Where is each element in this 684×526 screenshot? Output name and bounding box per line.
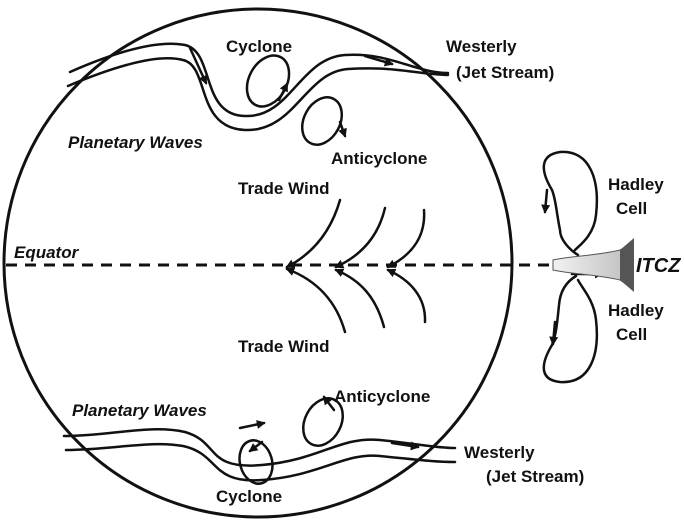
hadley-cell-south — [542, 269, 604, 384]
cyclone-north-label: Cyclone — [226, 37, 292, 56]
cyclone-south-label: Cyclone — [216, 487, 282, 506]
jet-stream-north-label: (Jet Stream) — [456, 63, 554, 82]
westerly-north-label: Westerly — [446, 37, 517, 56]
hadley-cell-south-label-line1: Hadley — [608, 301, 664, 320]
trade-wind-south-label: Trade Wind — [238, 337, 329, 356]
itcz-label: ITCZ — [636, 255, 681, 277]
hadley-cell-north-label-line1: Hadley — [608, 175, 664, 194]
equator-label: Equator — [14, 243, 80, 262]
trade-wind-north-label: Trade Wind — [238, 179, 329, 198]
itcz-cloud-icon — [552, 238, 634, 292]
hadley-cell-north-label-line2: Cell — [616, 199, 647, 218]
jet-stream-north — [66, 42, 450, 132]
cyclone-south-loop — [238, 439, 274, 485]
westerly-south-label: Westerly — [464, 443, 535, 462]
planetary-waves-north-label: Planetary Waves — [68, 133, 203, 152]
anticyclone-north-label: Anticyclone — [331, 149, 427, 168]
anticyclone-south-loop — [301, 395, 345, 447]
trade-winds-south — [285, 267, 427, 334]
hadley-cell-north — [541, 150, 604, 263]
cyclone-north-loop — [245, 54, 291, 108]
planetary-waves-south-label: Planetary Waves — [72, 401, 207, 420]
jet-stream-south — [62, 420, 457, 482]
trade-winds-north — [285, 198, 426, 269]
anticyclone-north-loop — [300, 96, 347, 146]
earth-circle — [2, 7, 514, 519]
hadley-cell-south-label-line2: Cell — [616, 325, 647, 344]
jet-stream-south-label: (Jet Stream) — [486, 467, 584, 486]
anticyclone-south-label: Anticyclone — [334, 387, 430, 406]
